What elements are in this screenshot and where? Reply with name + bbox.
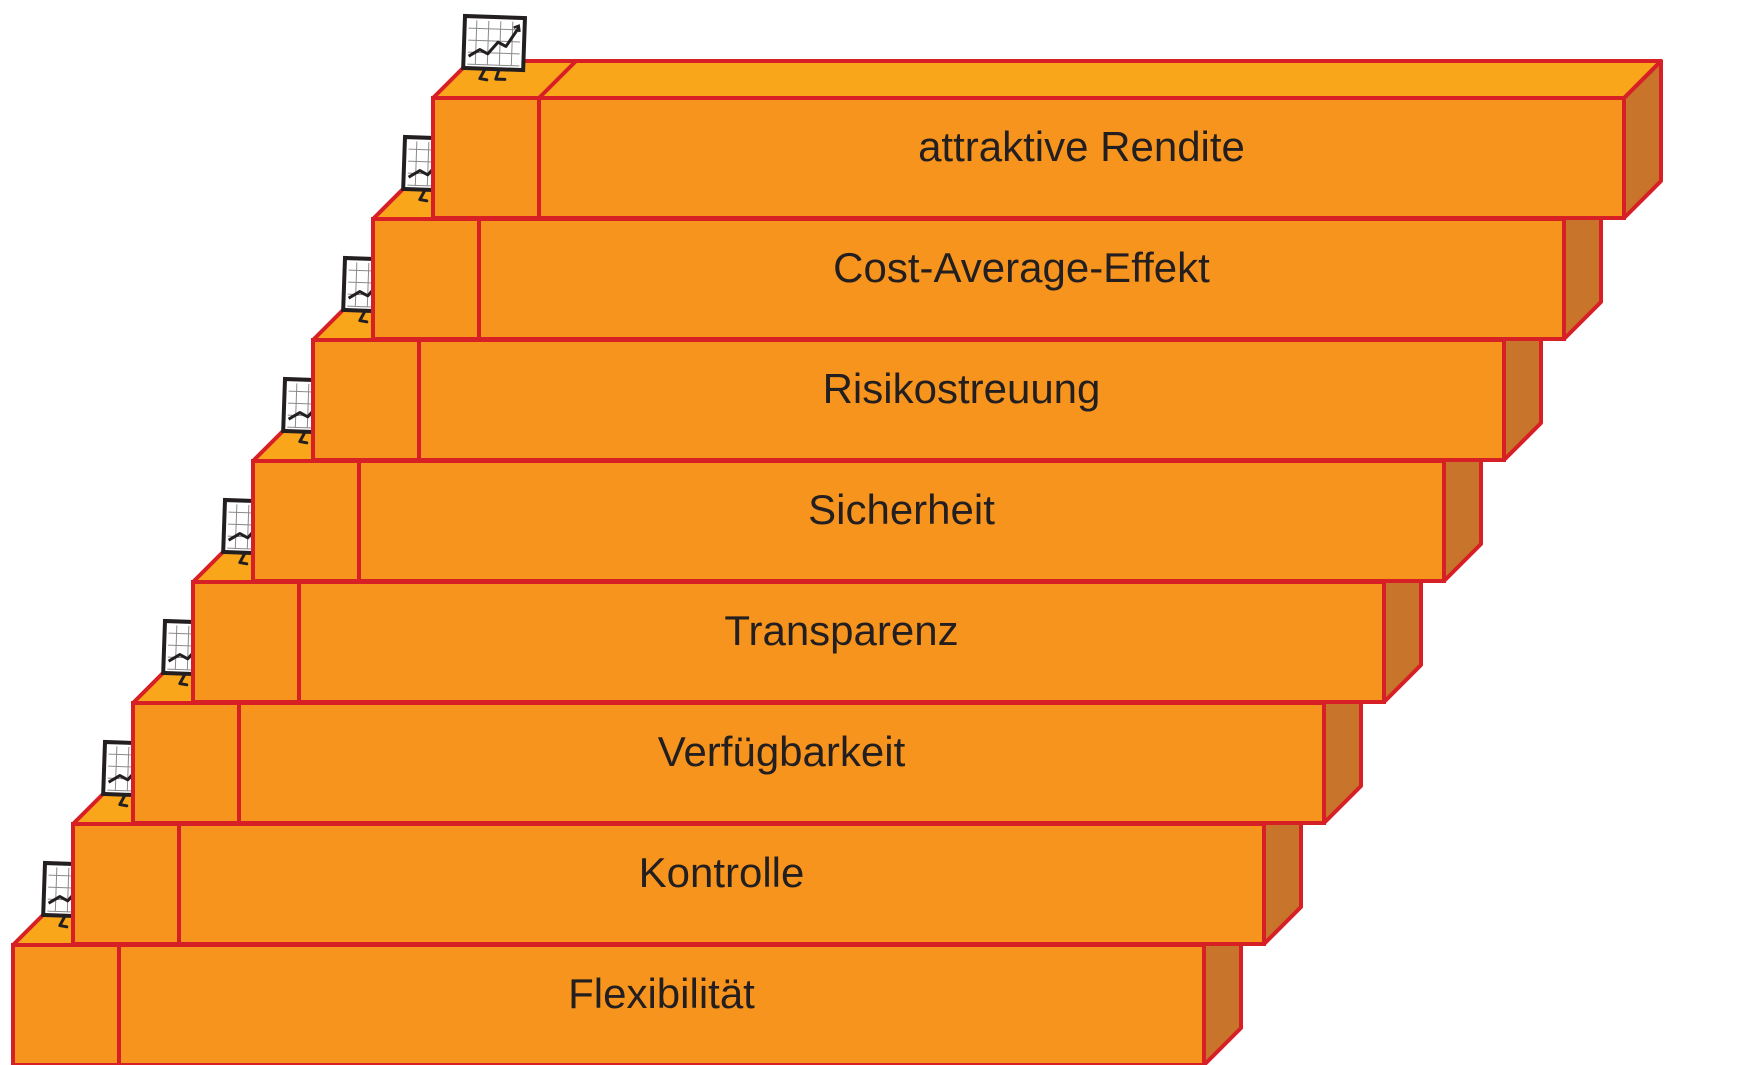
step-label: Transparenz bbox=[724, 607, 958, 654]
step-label: attraktive Rendite bbox=[918, 123, 1245, 170]
step-top-face bbox=[431, 59, 1663, 100]
stair-step: attraktive Rendite bbox=[431, 13, 1663, 220]
step-divider-top bbox=[537, 59, 578, 100]
step-front-face bbox=[311, 338, 1506, 462]
step-front-face bbox=[131, 701, 1326, 825]
step-front-face bbox=[71, 822, 1266, 946]
step-label: Verfügbarkeit bbox=[658, 728, 906, 775]
step-label: Cost-Average-Effekt bbox=[833, 244, 1210, 291]
step-front-face bbox=[191, 580, 1386, 704]
step-front-face bbox=[11, 943, 1206, 1065]
step-label: Sicherheit bbox=[808, 486, 995, 533]
stair-step: Risikostreuung bbox=[311, 255, 1543, 462]
step-label: Kontrolle bbox=[639, 849, 805, 896]
step-label: Risikostreuung bbox=[823, 365, 1101, 412]
stair-step: Flexibilität bbox=[11, 860, 1243, 1065]
chart-monitor-icon bbox=[461, 13, 528, 82]
step-label: Flexibilität bbox=[568, 970, 755, 1017]
step-front-face bbox=[251, 459, 1446, 583]
step-front-face bbox=[431, 96, 1626, 220]
